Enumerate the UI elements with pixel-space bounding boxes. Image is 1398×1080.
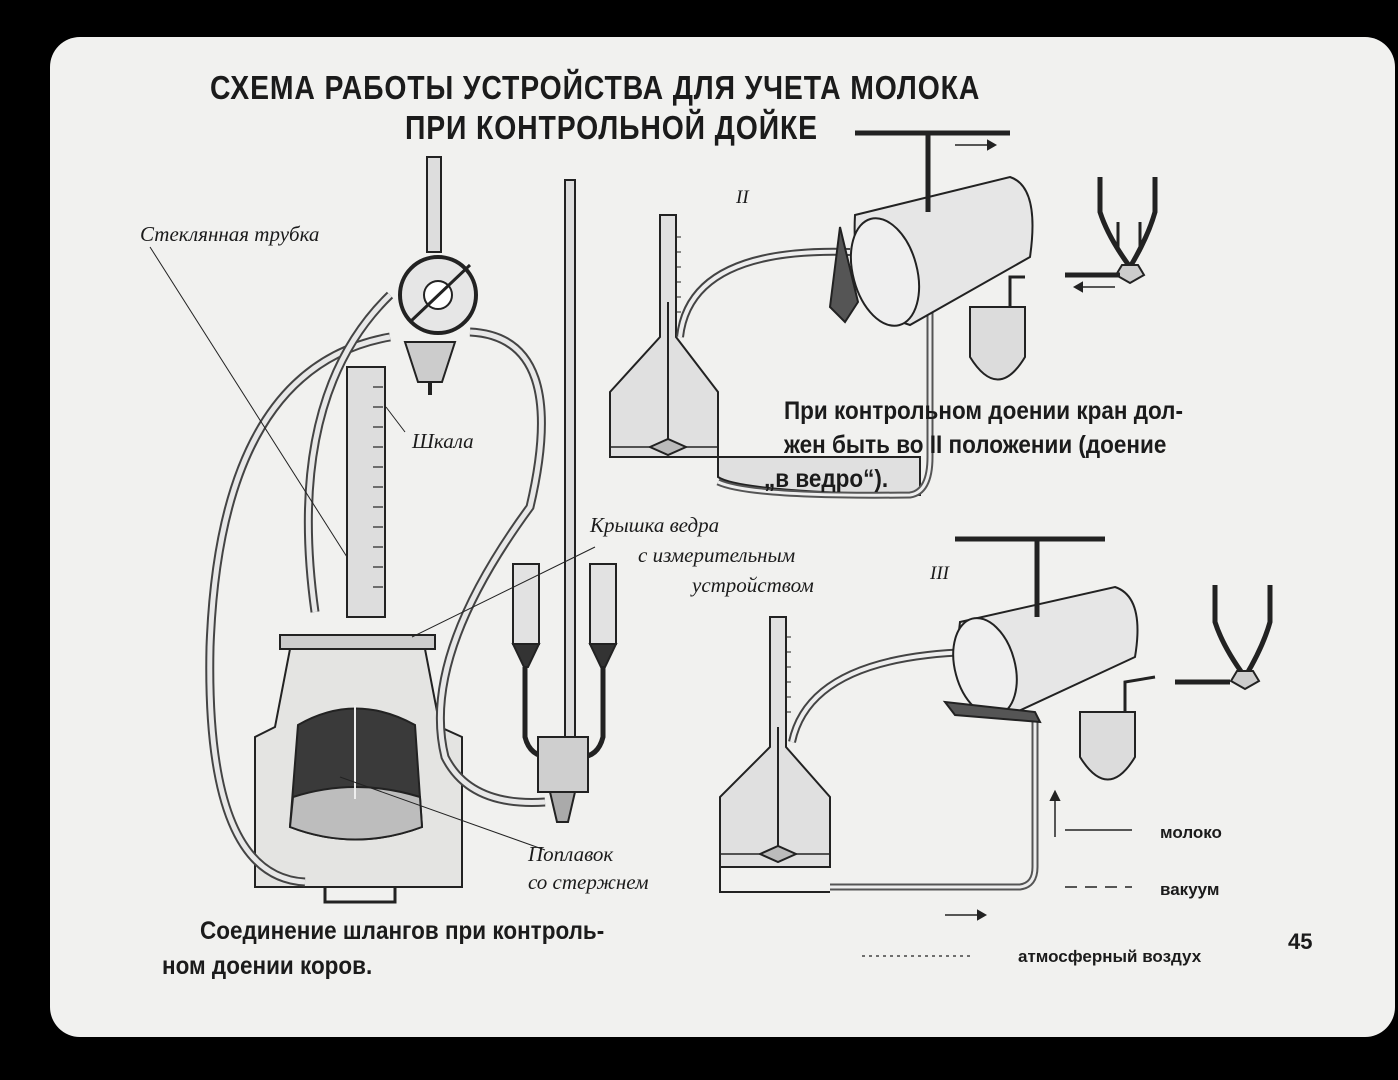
label-lid-line-2: с измерительным: [638, 543, 796, 567]
legend-vacuum: вакуум: [1160, 880, 1220, 899]
label-lid-line-1: Крышка ведра: [590, 513, 720, 537]
title-line-2: ПРИ КОНТРОЛЬНОЙ ДОЙКЕ: [405, 109, 818, 146]
slide: СХЕМА РАБОТЫ УСТРОЙСТВА ДЛЯ УЧЕТА МОЛОКА…: [50, 37, 1395, 1037]
diagram-artwork: [149, 130, 1273, 957]
legend-lines: [862, 829, 1132, 957]
valve-position-ii: [609, 130, 1158, 499]
title-line-1: СХЕМА РАБОТЫ УСТРОЙСТВА ДЛЯ УЧЕТА МОЛОКА: [210, 69, 981, 106]
label-scale: Шкала: [412, 429, 474, 453]
position-iii-label: III: [930, 563, 949, 584]
note-line-3: „в ведро“).: [764, 465, 889, 493]
note-line-2: жен быть во II положении (доение: [784, 431, 1167, 459]
label-glass-tube: Стеклянная трубка: [140, 222, 320, 246]
legend-air: атмосферный воздух: [1018, 947, 1202, 966]
label-lid-line-3: устройством: [692, 573, 814, 597]
legend-milk: молоко: [1160, 823, 1222, 842]
valve-position-iii: [719, 536, 1273, 921]
position-ii-label: II: [736, 187, 749, 208]
caption-line-1: Соединение шлангов при контроль-: [200, 917, 605, 945]
bucket-apparatus: [149, 156, 618, 904]
page-number: 45: [1288, 929, 1313, 954]
note-line-1: При контрольном доении кран дол-: [784, 397, 1183, 425]
label-float-line-2: со стержнем: [528, 870, 649, 894]
caption-line-2: ном доении коров.: [162, 952, 373, 980]
label-float-line-1: Поплавок: [528, 842, 614, 866]
